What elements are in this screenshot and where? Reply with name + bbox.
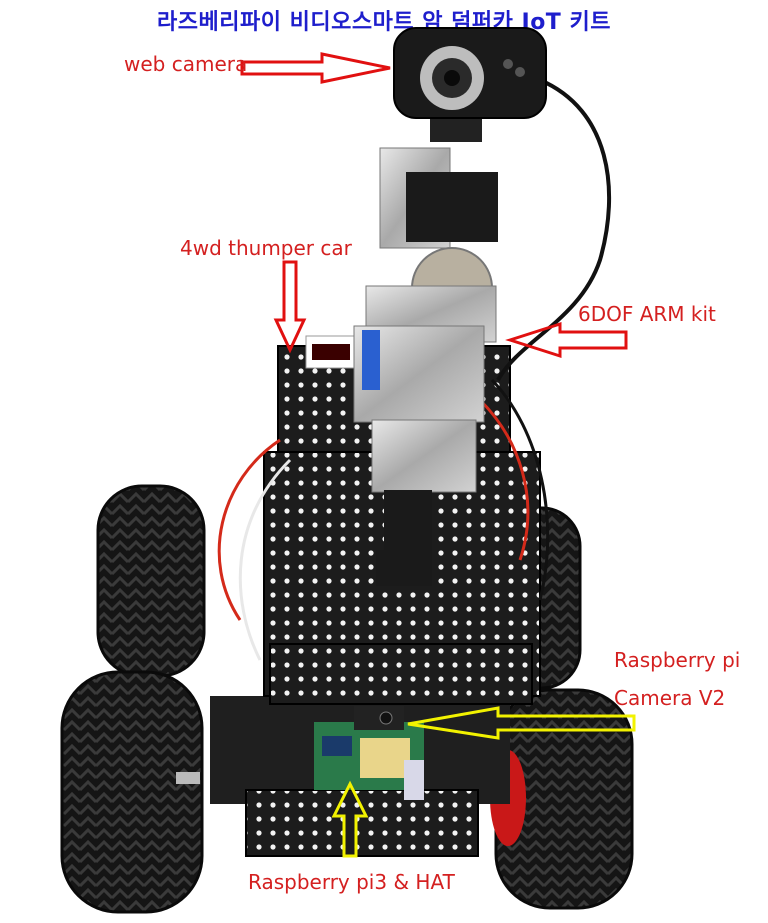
label-arm-kit: 6DOF ARM kit [578,302,716,326]
label-pi-camera-line1: Raspberry pi [614,648,741,672]
label-pi3-hat: Raspberry pi3 & HAT [248,870,455,894]
arrow-pi-camera [407,706,636,740]
arrow-pi3-hat [331,780,369,858]
wires [217,78,612,661]
label-web-camera: web camera [124,52,248,76]
voltage-display [305,335,357,369]
label-pi-camera-line2: Camera V2 [614,686,726,710]
web-camera [393,27,547,142]
wheel-rear-left [96,484,206,678]
pi-camera-module [354,706,404,730]
raspberry-pi-board [314,722,424,800]
wheel-front-right [490,688,634,910]
arrow-arm-kit [505,321,628,359]
robot-arm [353,147,498,586]
arrow-web-camera [240,52,391,84]
label-thumper-car: 4wd thumper car [180,236,352,260]
arrow-thumper-car [273,260,307,354]
wheel-front-left [60,670,204,914]
